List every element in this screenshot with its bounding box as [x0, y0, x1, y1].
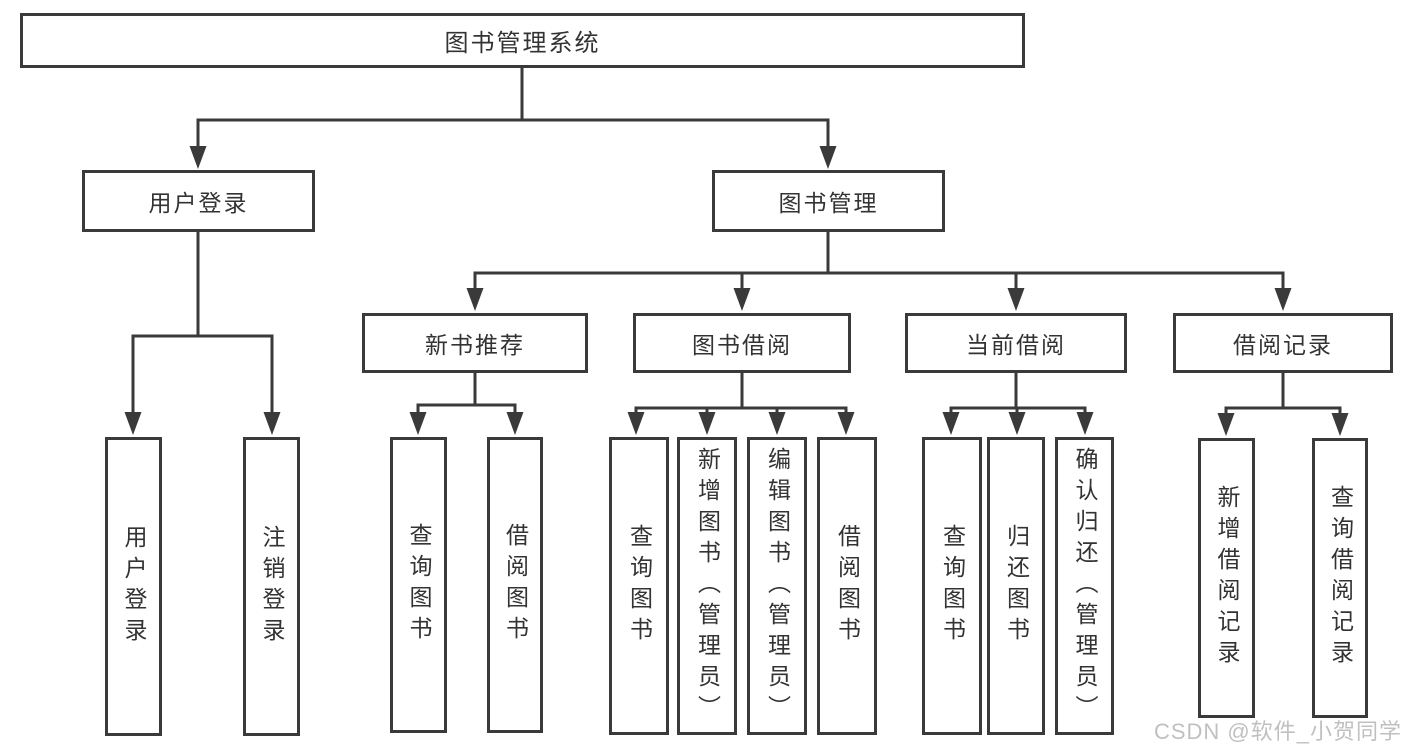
- node-cb-confirm-return: 确认归还（管理员）: [1055, 437, 1114, 735]
- node-bb-edit-books: 编辑图书（管理员）: [747, 437, 807, 735]
- node-book-mgmt: 图书管理: [712, 170, 945, 232]
- node-label: 用户登录: [121, 524, 147, 649]
- node-cb-query-books: 查询图书: [922, 437, 982, 735]
- branch-bars: [131, 66, 1342, 410]
- node-book-borrow: 图书借阅: [633, 313, 851, 373]
- node-label: 图书管理: [778, 190, 879, 216]
- node-current-borrow: 当前借阅: [905, 313, 1127, 373]
- node-root: 图书管理系统: [20, 13, 1025, 68]
- node-label: 借阅图书: [834, 524, 861, 648]
- node-login-leaf: 用户登录: [105, 437, 162, 736]
- node-label: 借阅图书: [502, 523, 529, 647]
- node-label: 图书管理系统: [444, 30, 601, 57]
- node-bb-add-books: 新增图书（管理员）: [677, 437, 737, 735]
- node-label: 用户登录: [148, 190, 249, 216]
- arrowheads: [124, 146, 1349, 436]
- node-logout-leaf: 注销登录: [243, 437, 300, 736]
- node-br-query-record: 查询借阅记录: [1312, 438, 1368, 718]
- node-bb-query-books: 查询图书: [609, 437, 669, 735]
- node-bb-borrow-books: 借阅图书: [817, 437, 877, 735]
- node-label: 注销登录: [259, 524, 285, 649]
- node-label: 图书借阅: [692, 332, 792, 358]
- node-user-login: 用户登录: [82, 170, 315, 232]
- node-label: 当前借阅: [966, 332, 1066, 358]
- node-label: 查询借阅记录: [1327, 485, 1354, 671]
- node-label: 确认归还（管理员）: [1072, 446, 1098, 726]
- node-label: 查询图书: [626, 524, 653, 648]
- node-new-book-rec: 新书推荐: [362, 313, 588, 373]
- node-label: 查询图书: [406, 523, 432, 647]
- node-label: 编辑图书（管理员）: [764, 446, 791, 726]
- node-cb-return-books: 归还图书: [987, 437, 1045, 735]
- node-label: 新增借阅记录: [1214, 485, 1240, 671]
- node-rec-query-books: 查询图书: [390, 437, 447, 733]
- node-borrow-records: 借阅记录: [1173, 313, 1393, 373]
- node-label: 借阅记录: [1233, 332, 1333, 358]
- node-rec-borrow-books: 借阅图书: [487, 437, 543, 733]
- node-label: 新增图书（管理员）: [694, 446, 721, 726]
- node-br-add-record: 新增借阅记录: [1198, 438, 1255, 718]
- node-label: 新书推荐: [425, 332, 525, 358]
- node-label: 查询图书: [939, 524, 966, 648]
- watermark: CSDN @软件_小贺同学: [1153, 719, 1402, 744]
- node-label: 归还图书: [1003, 524, 1030, 648]
